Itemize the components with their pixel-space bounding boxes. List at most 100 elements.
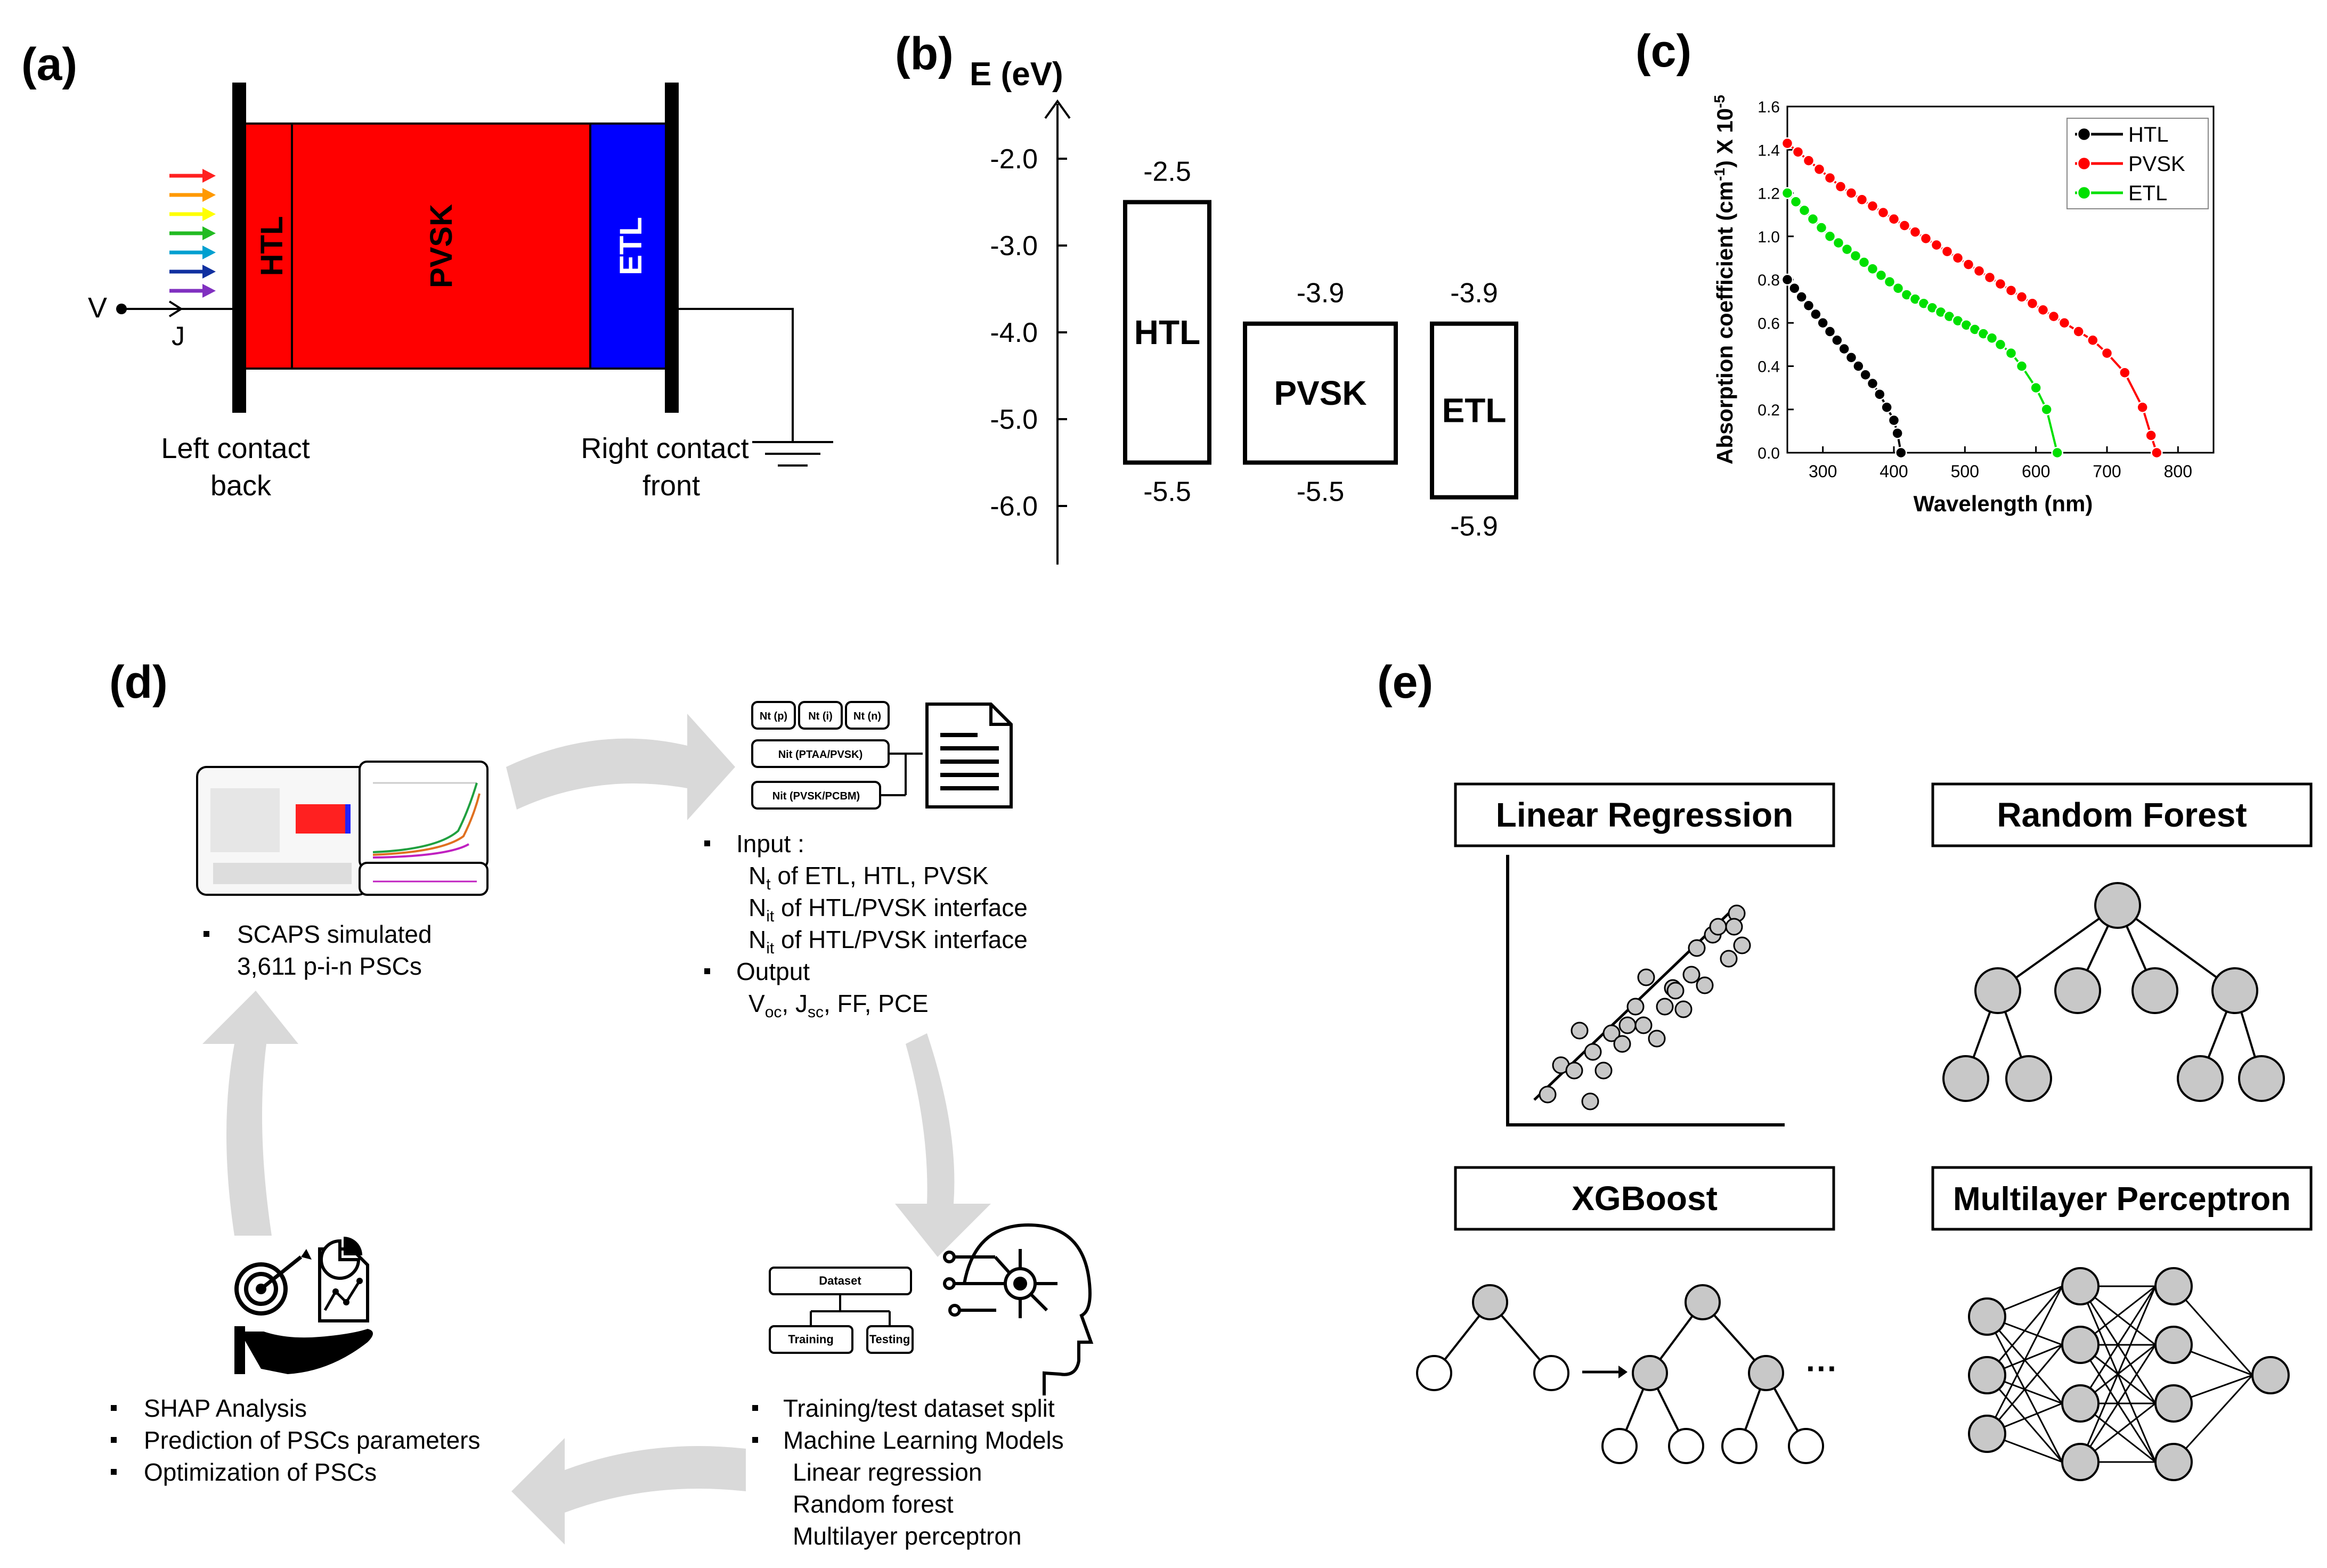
cycle-arrow-top: [506, 714, 735, 820]
tree-node: [1472, 1284, 1508, 1320]
scatter-point: [1725, 918, 1743, 936]
legend-label-pvsk: PVSK: [2128, 152, 2185, 176]
x-tick-label: 800: [2164, 462, 2192, 481]
data-point-pvsk: [1866, 200, 1879, 213]
mlp-edge: [2079, 1344, 2157, 1463]
tree-node: [1685, 1284, 1721, 1320]
scatter-point: [1626, 998, 1645, 1016]
input-line-2: Nit of HTL/PVSK interface: [748, 894, 1028, 925]
y-tick-label: 0.8: [1758, 272, 1780, 289]
tree-node: [1748, 1355, 1784, 1391]
data-point-pvsk: [2151, 446, 2163, 459]
data-point-pvsk: [2026, 297, 2039, 309]
scatter-point: [1656, 998, 1674, 1016]
data-point-htl: [1891, 427, 1903, 439]
left-contact-label-1: Left contact: [161, 432, 310, 464]
data-point-htl: [1852, 360, 1865, 372]
mlp-network: [1968, 1267, 2290, 1481]
tree-node: [2211, 967, 2258, 1014]
x-tick-label: 400: [1880, 462, 1908, 481]
energy-axis-arrow: [1044, 99, 1071, 119]
scatter-point: [1602, 1024, 1621, 1042]
data-point-etl: [2015, 360, 2028, 372]
data-point-etl: [1832, 236, 1845, 249]
energy-ticks: -2.0-3.0-4.0-5.0-6.0: [990, 144, 1067, 522]
model-label-linear-regression: Linear Regression: [1496, 796, 1793, 834]
tree-node: [1533, 1355, 1569, 1391]
legend-label-etl: ETL: [2128, 182, 2167, 205]
panel-label-d: (d): [109, 657, 168, 708]
data-point-etl: [1986, 332, 1998, 344]
cycle-arrow-left: [202, 991, 298, 1236]
scaps-screenshot-icon: [196, 761, 489, 896]
scaps-text-2: 3,611 p-i-n PSCs: [237, 952, 422, 980]
param-box-nt-i: [798, 701, 843, 730]
output-line: Voc, Jsc, FF, PCE: [748, 990, 929, 1021]
series-line-pvsk: [1786, 142, 2158, 453]
legend-marker-etl: [2077, 185, 2092, 200]
regression-points: [1539, 904, 1751, 1110]
data-point-pvsk: [1930, 239, 1943, 251]
mlp-node: [2154, 1384, 2193, 1423]
data-point-pvsk: [2037, 304, 2049, 316]
target-analytics-icon: [234, 1237, 373, 1374]
data-point-etl: [1841, 243, 1853, 256]
tree-node: [2238, 1055, 2285, 1102]
band-bottom-value: -5.5: [1143, 477, 1191, 508]
param-box-nt-i-label: Nt (i): [808, 710, 833, 722]
param-box-nit-ptaa-label: Nit (PTAA/PVSK): [778, 749, 863, 761]
data-point-pvsk: [1802, 154, 1815, 167]
scatter-point: [1634, 1016, 1653, 1034]
scatter-point: [1565, 1061, 1583, 1080]
document-icon: [925, 703, 1013, 808]
data-point-htl: [1859, 369, 1872, 381]
parameter-boxes: Nt (p) Nt (i) Nt (n) Nit (PTAA/PVSK) Nit…: [751, 701, 923, 810]
light-arrow-head: [202, 284, 216, 298]
left-contact-label-2: back: [210, 470, 272, 502]
data-point-pvsk: [1887, 213, 1900, 225]
data-point-etl: [1875, 269, 1887, 282]
mlp-edge: [1986, 1286, 2063, 1376]
light-arrow-head: [202, 246, 216, 259]
band-bottom-value: -5.5: [1297, 477, 1345, 508]
model-box-linear-regression: [1454, 782, 1835, 847]
data-point-etl: [1824, 230, 1836, 242]
panel-label-e: (e): [1377, 657, 1433, 708]
data-point-pvsk: [2145, 429, 2157, 442]
band-bottom-value: -5.9: [1450, 511, 1498, 542]
tree-node: [1942, 1055, 1989, 1102]
tree-node: [2094, 882, 2141, 929]
workflow-diagram: Nt (p) Nt (i) Nt (n) Nit (PTAA/PVSK) Nit…: [111, 701, 1094, 1550]
data-point-pvsk: [2058, 317, 2071, 329]
voltage-label: V: [88, 292, 107, 324]
data-point-pvsk: [1909, 226, 1922, 238]
data-point-htl: [1831, 334, 1843, 346]
data-point-pvsk: [1962, 258, 1975, 271]
data-point-htl: [1781, 273, 1794, 286]
energy-tick-label: -3.0: [990, 231, 1038, 262]
x-tick-label: 500: [1951, 462, 1979, 481]
y-tick-label: 1.2: [1758, 185, 1780, 203]
mlp-node: [1968, 1356, 2006, 1394]
light-arrow-head: [202, 265, 216, 279]
data-point-etl: [1883, 275, 1896, 288]
data-point-pvsk: [1941, 245, 1954, 258]
band-box-etl: [1430, 321, 1518, 500]
data-point-pvsk: [1877, 206, 1890, 219]
mlp-node: [2061, 1267, 2100, 1305]
band-top-value: -2.5: [1143, 157, 1191, 187]
y-tick-label: 0.2: [1758, 402, 1780, 419]
scatter-point: [1688, 939, 1706, 957]
mlp-node: [2061, 1443, 2100, 1481]
data-point-htl: [1795, 291, 1808, 303]
y-tick-label: 1.6: [1758, 99, 1780, 116]
data-point-htl: [1887, 414, 1900, 427]
mlp-edge: [2079, 1286, 2157, 1404]
data-point-pvsk: [1919, 232, 1932, 245]
mlp-node: [2061, 1384, 2100, 1423]
param-box-nt-n-label: Nt (n): [853, 710, 881, 722]
data-point-etl: [1892, 282, 1905, 295]
data-point-htl: [1874, 388, 1886, 401]
x-tick-label: 700: [2093, 462, 2121, 481]
